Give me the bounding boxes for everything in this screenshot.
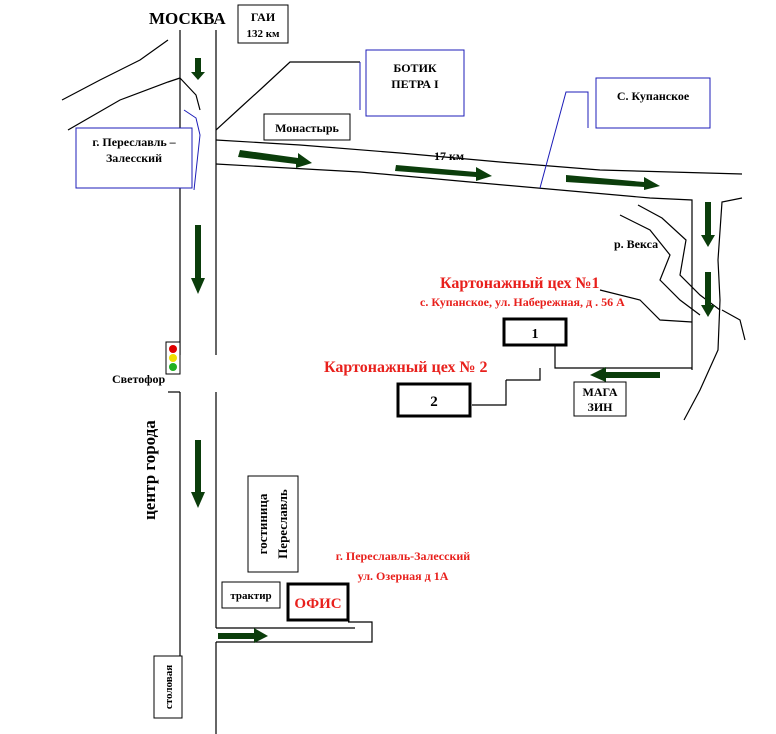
workshop-2-number: 2 [430,394,438,410]
river-vexa-2 [637,204,721,311]
svetofor-label: Светофор [112,372,166,386]
vexa-label: р. Векса [614,237,658,251]
workshop-1-number: 1 [532,327,539,342]
arrow-right-office [218,628,268,643]
office-address-2: ул. Озерная д 1А [358,569,449,583]
workshop-2-box [396,382,472,418]
arrow-down-1 [191,58,205,80]
arrow-down-4 [701,202,715,247]
river-vexa-3 [599,289,693,323]
gai-label-2: 132 км [246,28,280,40]
arrow-right-2 [395,165,492,181]
kupanskoe-box [595,77,711,129]
left-diag-road-3 [179,77,201,111]
callout-lines [183,62,589,191]
arrow-down-2 [191,225,205,294]
botik-road [215,61,360,131]
kupanskoe-leader [539,91,589,189]
left-diag-road-1 [61,39,169,101]
east-road-right [683,197,743,421]
shop-label-1: МАГА [583,385,618,399]
pereslavl-label-2: Залесский [106,151,162,165]
office-drive [216,621,373,643]
gai-label-1: ГАИ [251,10,276,24]
traffic-light-yellow [169,354,177,362]
shop-label-2: ЗИН [587,400,613,414]
workshop-1-box [502,317,568,347]
gai-box [237,4,289,44]
monastyr-box [263,113,351,141]
hotel-box [247,475,299,573]
shop-road [506,368,541,381]
traffic-light-green [169,363,177,371]
pereslavl-box [75,127,193,189]
moscow-label: МОСКВА [149,9,226,28]
stolovaya-box [153,655,183,719]
river-vexa-4 [721,309,746,341]
pereslavl-leader [183,109,201,191]
office-address-1: г. Переславль-Залесский [336,549,470,563]
hotel-label-2: Переславль [275,489,290,559]
monastyr-label: Монастырь [275,121,339,135]
workshop-1-address: с. Купанское, ул. Набережная, д . 56 А [420,295,625,309]
traffic-light-red [169,345,177,353]
shop-box [573,381,627,417]
arrow-right-1 [238,150,312,168]
stolovaya-label: столовая [163,665,175,709]
arrow-down-5 [701,272,715,317]
left-diag-road-2 [67,77,181,131]
workshop-road [554,345,692,369]
botik-label-2: ПЕТРА I [391,77,439,91]
arrow-left-shop [590,367,660,382]
pereslavl-label-1: г. Переславль – [92,135,176,149]
tractor-label: трактир [230,590,271,602]
arrow-right-3 [566,175,660,190]
botik-label-1: БОТИК [393,61,437,75]
office-label: ОФИС [294,596,341,612]
arrow-down-3 [191,440,205,508]
botik-box [365,49,465,117]
center-label: центр города [140,420,159,520]
workshop-2-title: Картонажный цех № 2 [324,359,488,376]
tractor-box [221,581,281,609]
kupanskoe-label: С. Купанское [617,89,690,103]
east-road-top [215,139,743,175]
shop-road-2 [472,380,507,406]
labels: МОСКВА ГАИ 132 км БОТИК ПЕТРА I С. Купан… [92,9,690,709]
river-vexa-1 [619,214,701,316]
boxes [75,4,711,719]
arrows [191,58,715,643]
km17-label: 17 км [434,149,464,163]
east-road-bottom [215,163,693,370]
traffic-light [165,341,181,375]
workshop-1-title: Картонажный цех №1 [440,275,600,292]
office-box [286,582,350,622]
roads [61,30,746,734]
hotel-label-1: гостиница [255,493,270,554]
